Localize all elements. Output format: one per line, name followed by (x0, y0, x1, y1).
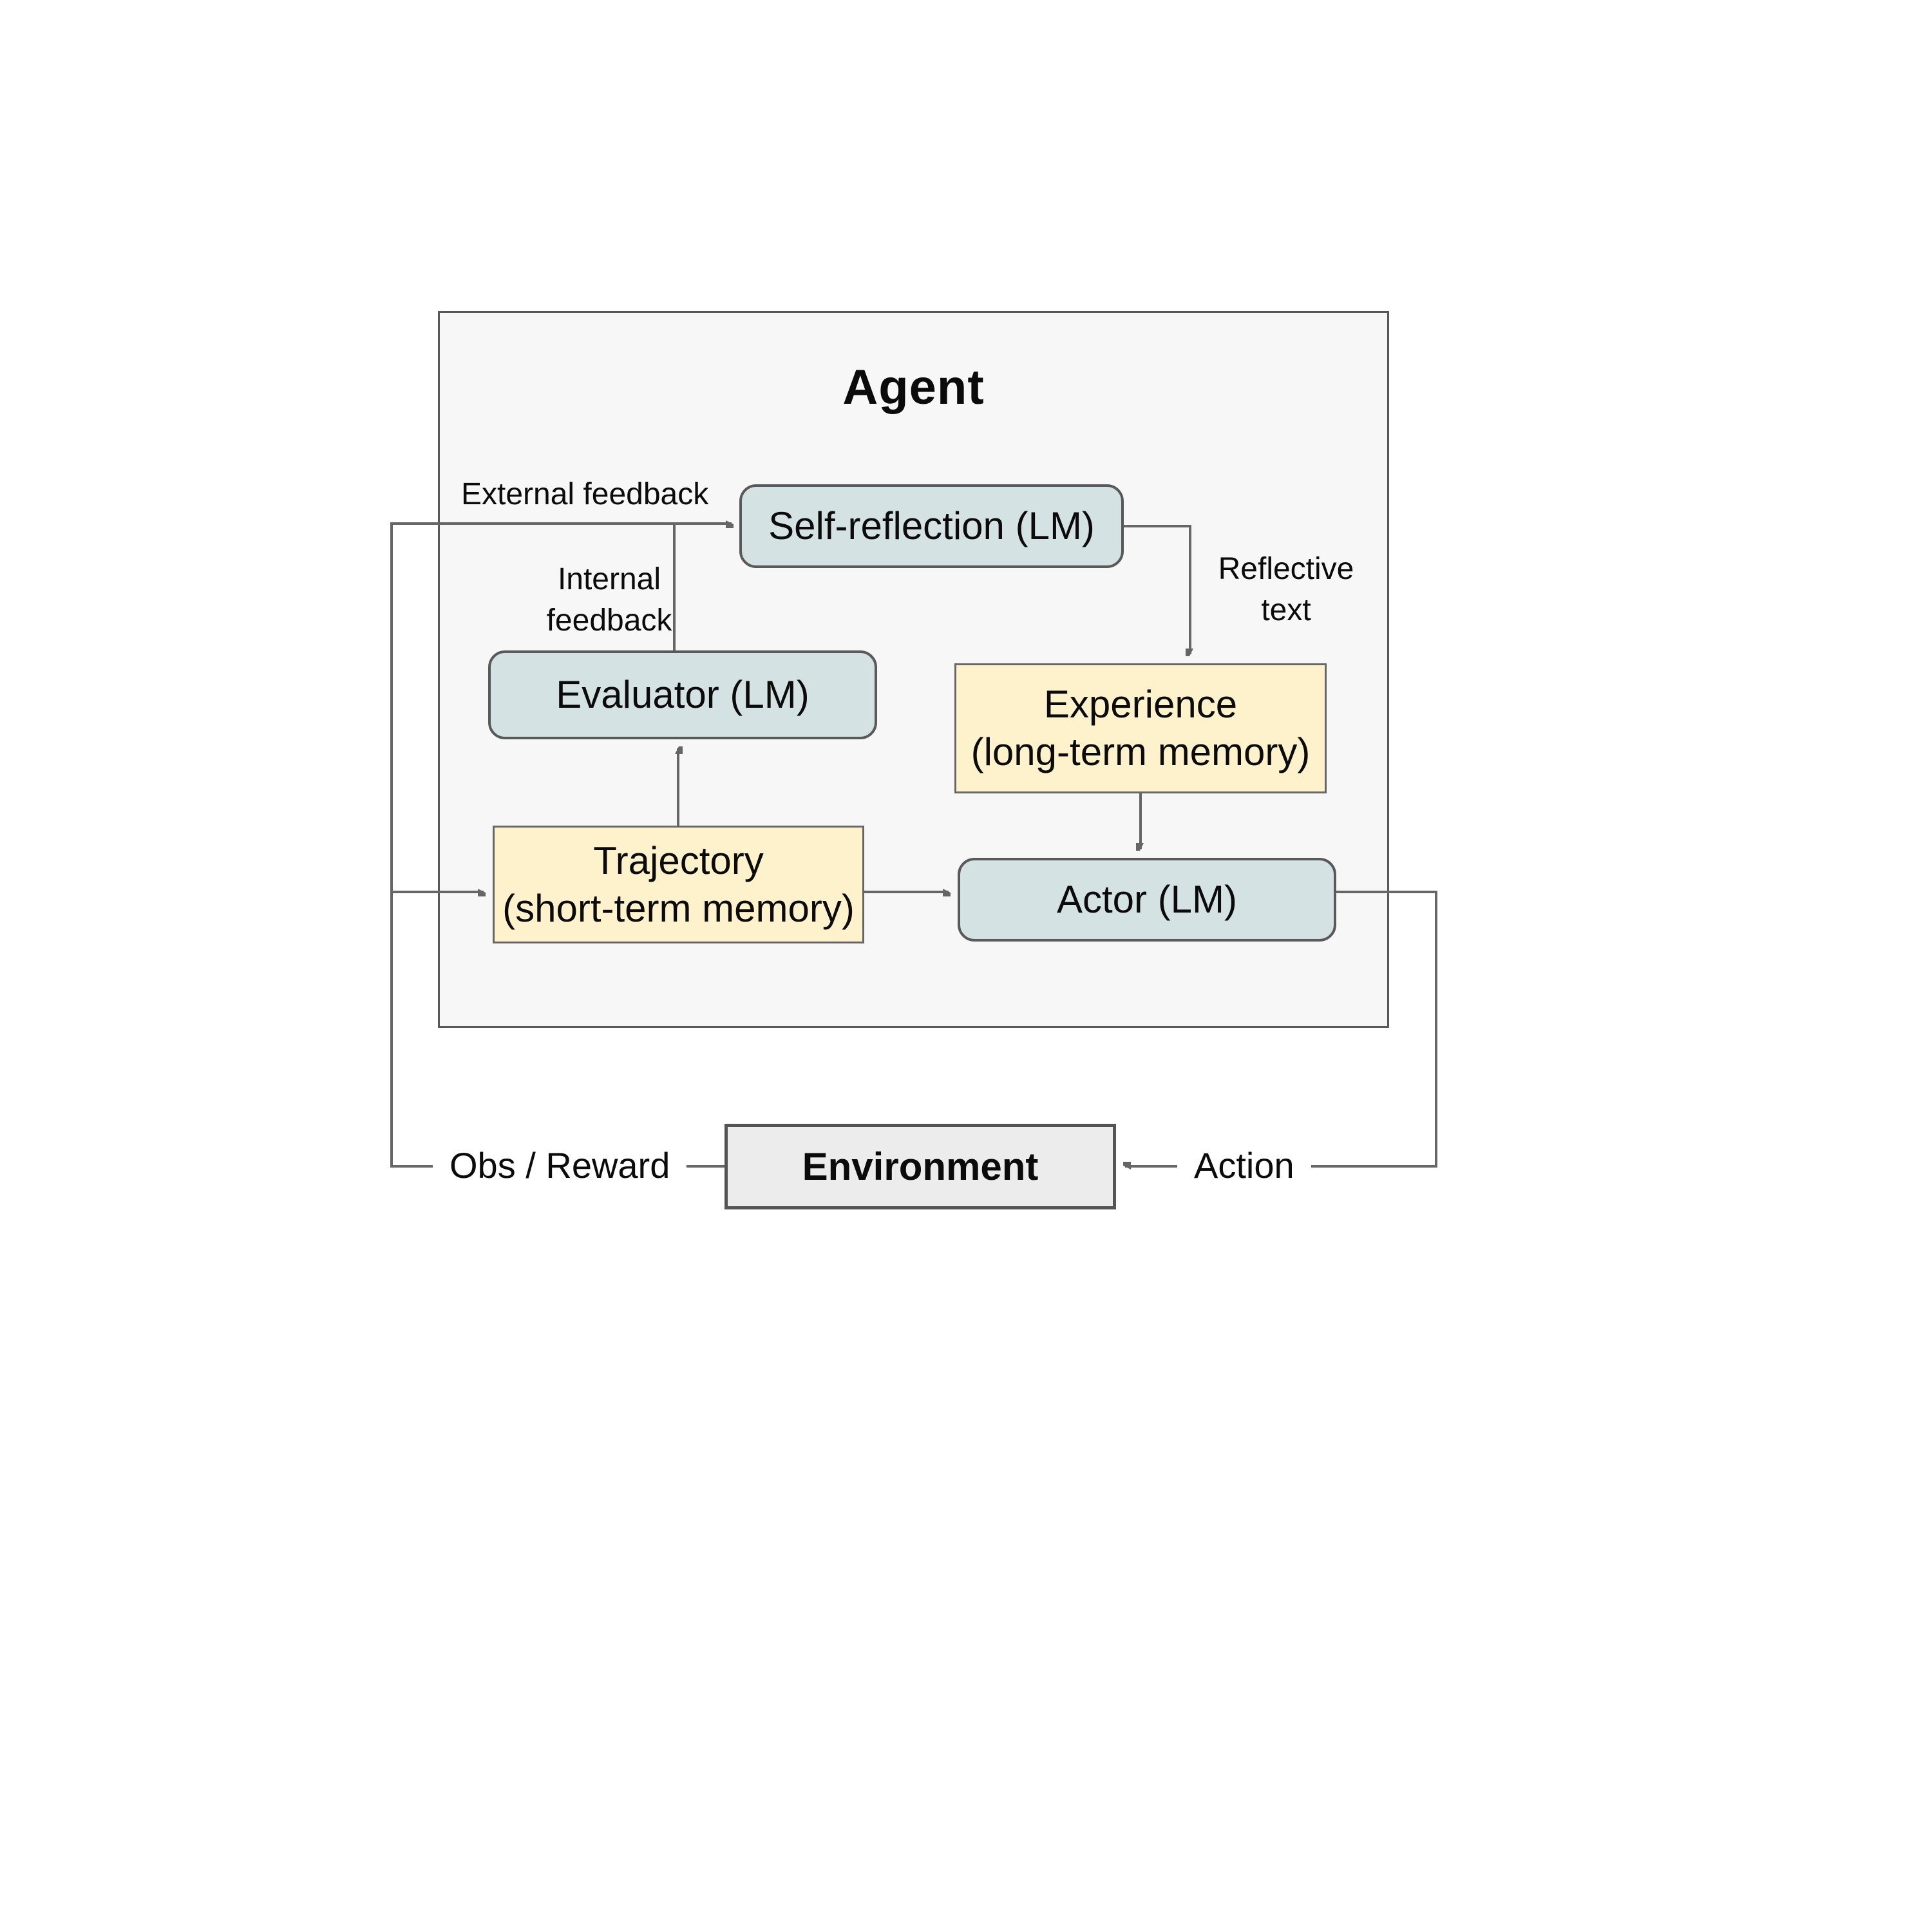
experience-label-line2: (long-term memory) (971, 730, 1311, 773)
internal-feedback-label-line2: feedback (546, 603, 672, 638)
reflective-text-label-line1: Reflective (1218, 552, 1354, 586)
trajectory-label-line1: Trajectory (593, 838, 764, 882)
environment-node: Environment (724, 1124, 1116, 1209)
experience-node: Experience (long-term memory) (954, 663, 1327, 793)
experience-label-line1: Experience (1043, 683, 1238, 726)
agent-title: Agent (842, 360, 985, 415)
obs-reward-label: Obs / Reward (433, 1139, 687, 1193)
evaluator-node: Evaluator (LM) (488, 650, 877, 739)
reflective-text-label-line2: text (1261, 593, 1311, 627)
trajectory-label-line2: (short-term memory) (502, 886, 855, 930)
trajectory-node: Trajectory (short-term memory) (493, 826, 864, 943)
internal-feedback-label: Internal feedback (513, 559, 706, 641)
actor-label: Actor (LM) (1056, 878, 1238, 921)
actor-node: Actor (LM) (958, 858, 1336, 942)
self-reflection-node: Self-reflection (LM) (739, 484, 1124, 568)
reflective-text-label: Reflective text (1206, 549, 1367, 631)
internal-feedback-label-line1: Internal (557, 562, 661, 596)
evaluator-label: Evaluator (LM) (556, 673, 810, 716)
self-reflection-label: Self-reflection (LM) (768, 504, 1095, 547)
environment-label: Environment (802, 1144, 1039, 1188)
reflective-text-line (1124, 525, 1190, 654)
external-feedback-label: External feedback (461, 477, 709, 511)
action-label: Action (1177, 1139, 1311, 1193)
